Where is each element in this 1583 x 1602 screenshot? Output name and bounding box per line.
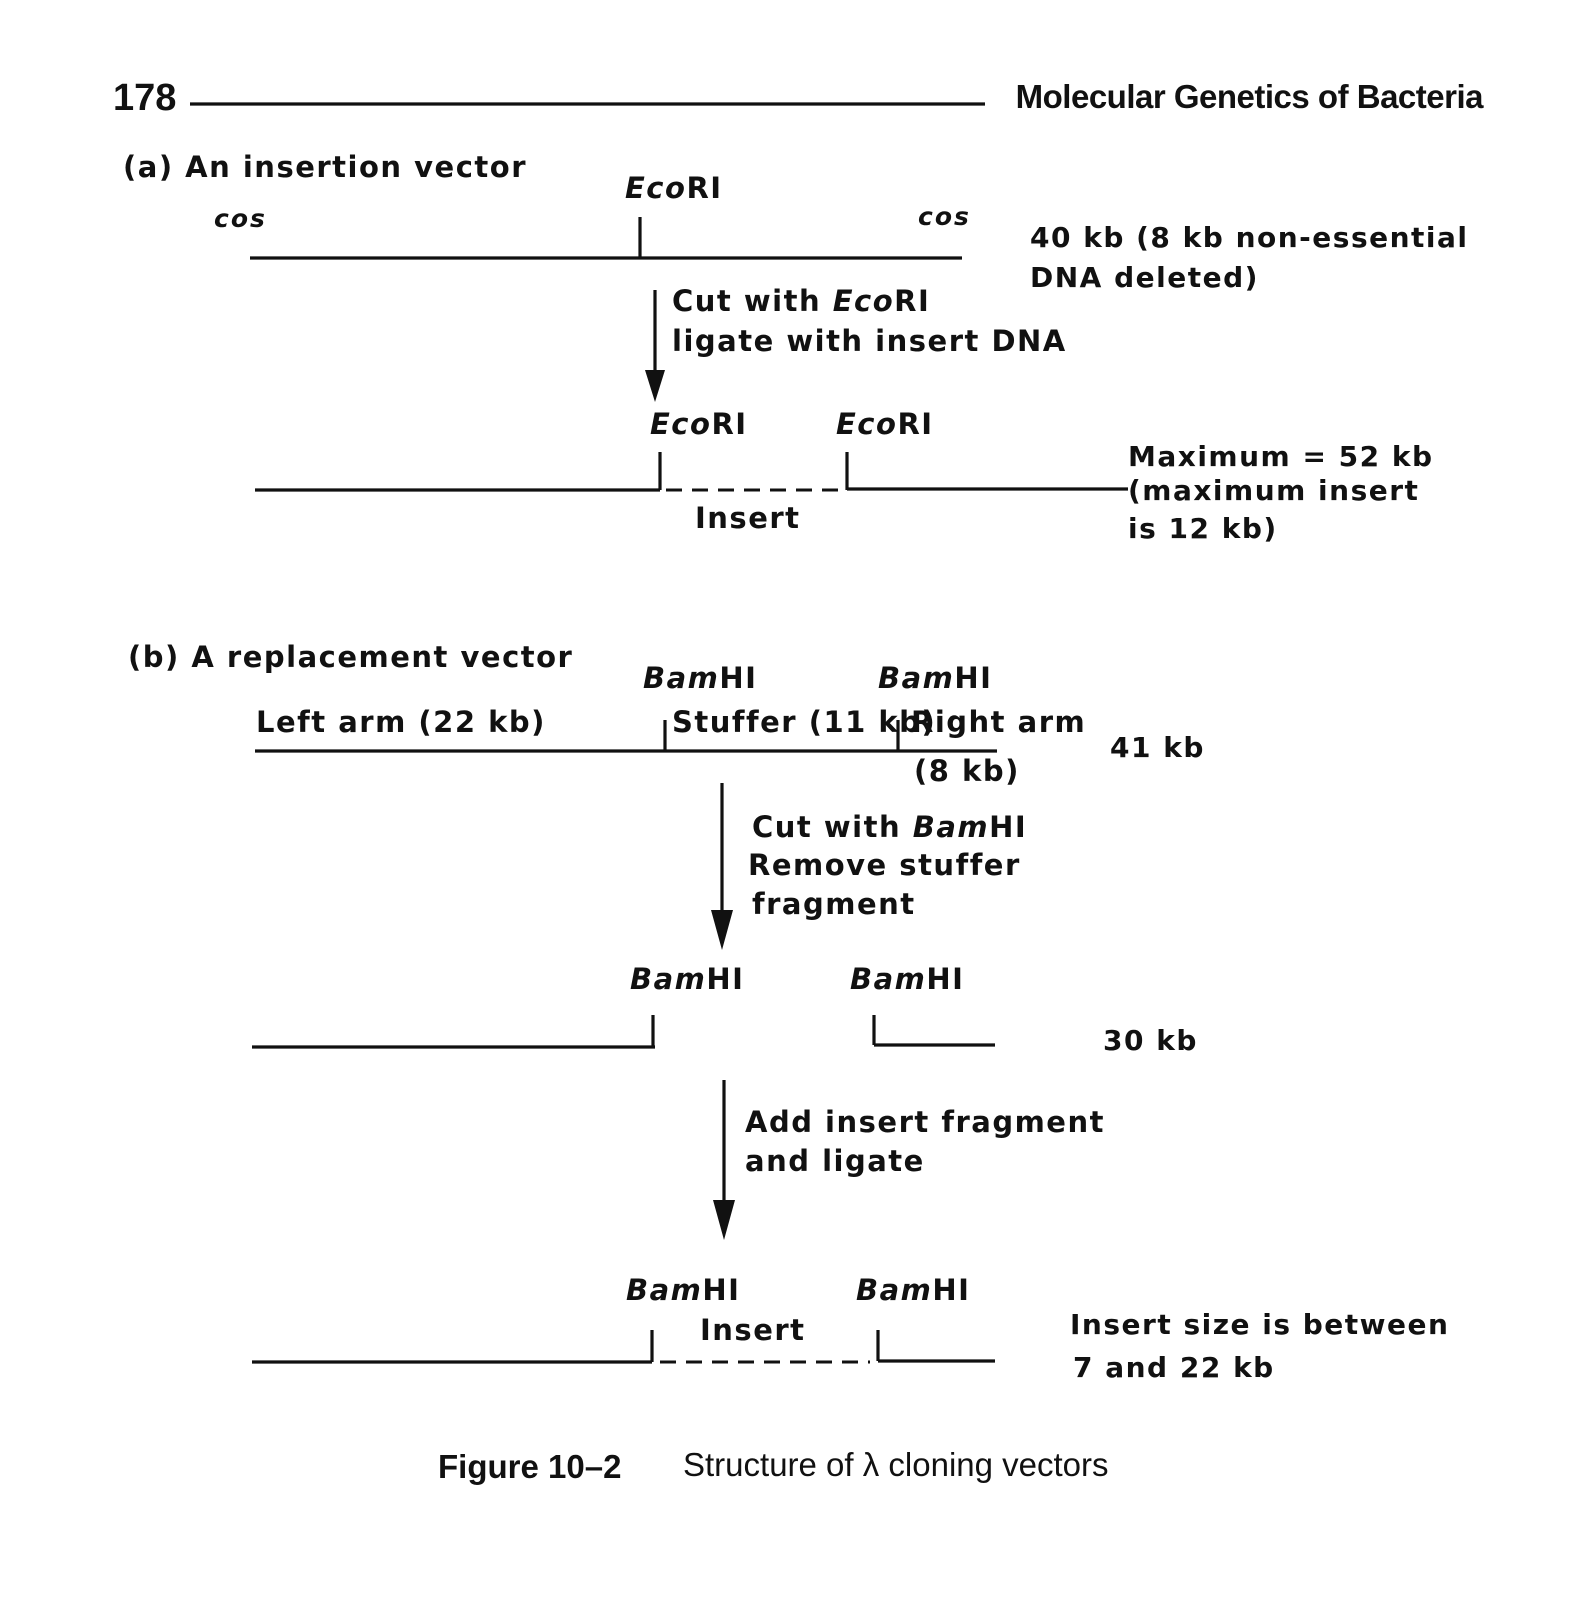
- caption-text: Structure of λ cloning vectors: [683, 1446, 1109, 1483]
- running-header: 178 Molecular Genetics of Bacteria: [113, 77, 1485, 119]
- bamhi-arms-right-label: BamHI: [850, 962, 964, 996]
- panel-b-title: (b) A replacement vector: [128, 640, 573, 674]
- ecori-site-left-label: EcoRI: [650, 407, 748, 441]
- recombinant-dna-b: [252, 1330, 995, 1364]
- ecori-site-right-label: EcoRI: [836, 407, 934, 441]
- left-arm-label: Left arm (22 kb): [256, 705, 546, 739]
- max-size-line3: is 12 kb): [1128, 512, 1278, 545]
- insert-label-b: Insert: [700, 1313, 806, 1347]
- bamhi-final-right-label: BamHI: [856, 1273, 970, 1307]
- replacement-vector-dna: [255, 720, 997, 753]
- page-number: 178: [113, 77, 176, 119]
- running-title: Molecular Genetics of Bacteria: [1016, 78, 1484, 115]
- arms-size-30kb: 30 kb: [1103, 1024, 1198, 1057]
- max-size-line2: (maximum insert: [1128, 474, 1419, 507]
- cut-ligate-arrow: [645, 290, 665, 402]
- insert-size-line2: 7 and 22 kb: [1073, 1351, 1275, 1384]
- cut-remove-stuffer-arrow: [711, 783, 733, 950]
- right-arm-label-line1: Right arm: [911, 705, 1086, 739]
- bamhi-arms-left-label: BamHI: [630, 962, 744, 996]
- cos-left-label: cos: [214, 204, 267, 233]
- cut-step-line2: ligate with insert DNA: [672, 324, 1067, 358]
- stuffer-label: Stuffer (11 kb): [672, 705, 936, 739]
- panel-b-replacement-vector: (b) A replacement vector BamHI BamHI Lef…: [128, 640, 1449, 1384]
- bamhi-final-left-label: BamHI: [626, 1273, 740, 1307]
- figure-caption: Figure 10–2 Structure of λ cloning vecto…: [438, 1446, 1109, 1485]
- vector-size-line2: DNA deleted): [1030, 261, 1259, 294]
- max-size-line1: Maximum = 52 kb: [1128, 440, 1434, 473]
- bamhi-site-right-label: BamHI: [878, 661, 992, 695]
- ecori-site-label: EcoRI: [625, 171, 723, 205]
- vector-size-line1: 40 kb (8 kb non-essential: [1030, 221, 1469, 254]
- recombinant-dna-a: [255, 452, 1128, 492]
- insert-size-line1: Insert size is between: [1070, 1308, 1449, 1341]
- panel-a-title: (a) An insertion vector: [123, 150, 527, 184]
- cos-right-label: cos: [918, 202, 971, 231]
- add-insert-step-line2: and ligate: [745, 1144, 925, 1178]
- cut-step-b-line3: fragment: [752, 887, 916, 921]
- vector-size-41kb: 41 kb: [1110, 731, 1205, 764]
- vector-arms-dna: [252, 1015, 995, 1049]
- insert-label-a: Insert: [695, 501, 801, 535]
- bamhi-site-left-label: BamHI: [643, 661, 757, 695]
- figure-label: Figure 10–2: [438, 1448, 621, 1485]
- add-insert-step-line1: Add insert fragment: [745, 1105, 1105, 1139]
- right-arm-label-line2: (8 kb): [914, 754, 1020, 788]
- add-insert-arrow: [713, 1080, 735, 1240]
- panel-a-insertion-vector: (a) An insertion vector EcoRI cos cos 40…: [123, 150, 1469, 545]
- cut-step-line1: Cut with EcoRI: [672, 284, 930, 318]
- cut-step-b-line2: Remove stuffer: [748, 848, 1021, 882]
- cut-step-b-line1: Cut with BamHI: [752, 810, 1027, 844]
